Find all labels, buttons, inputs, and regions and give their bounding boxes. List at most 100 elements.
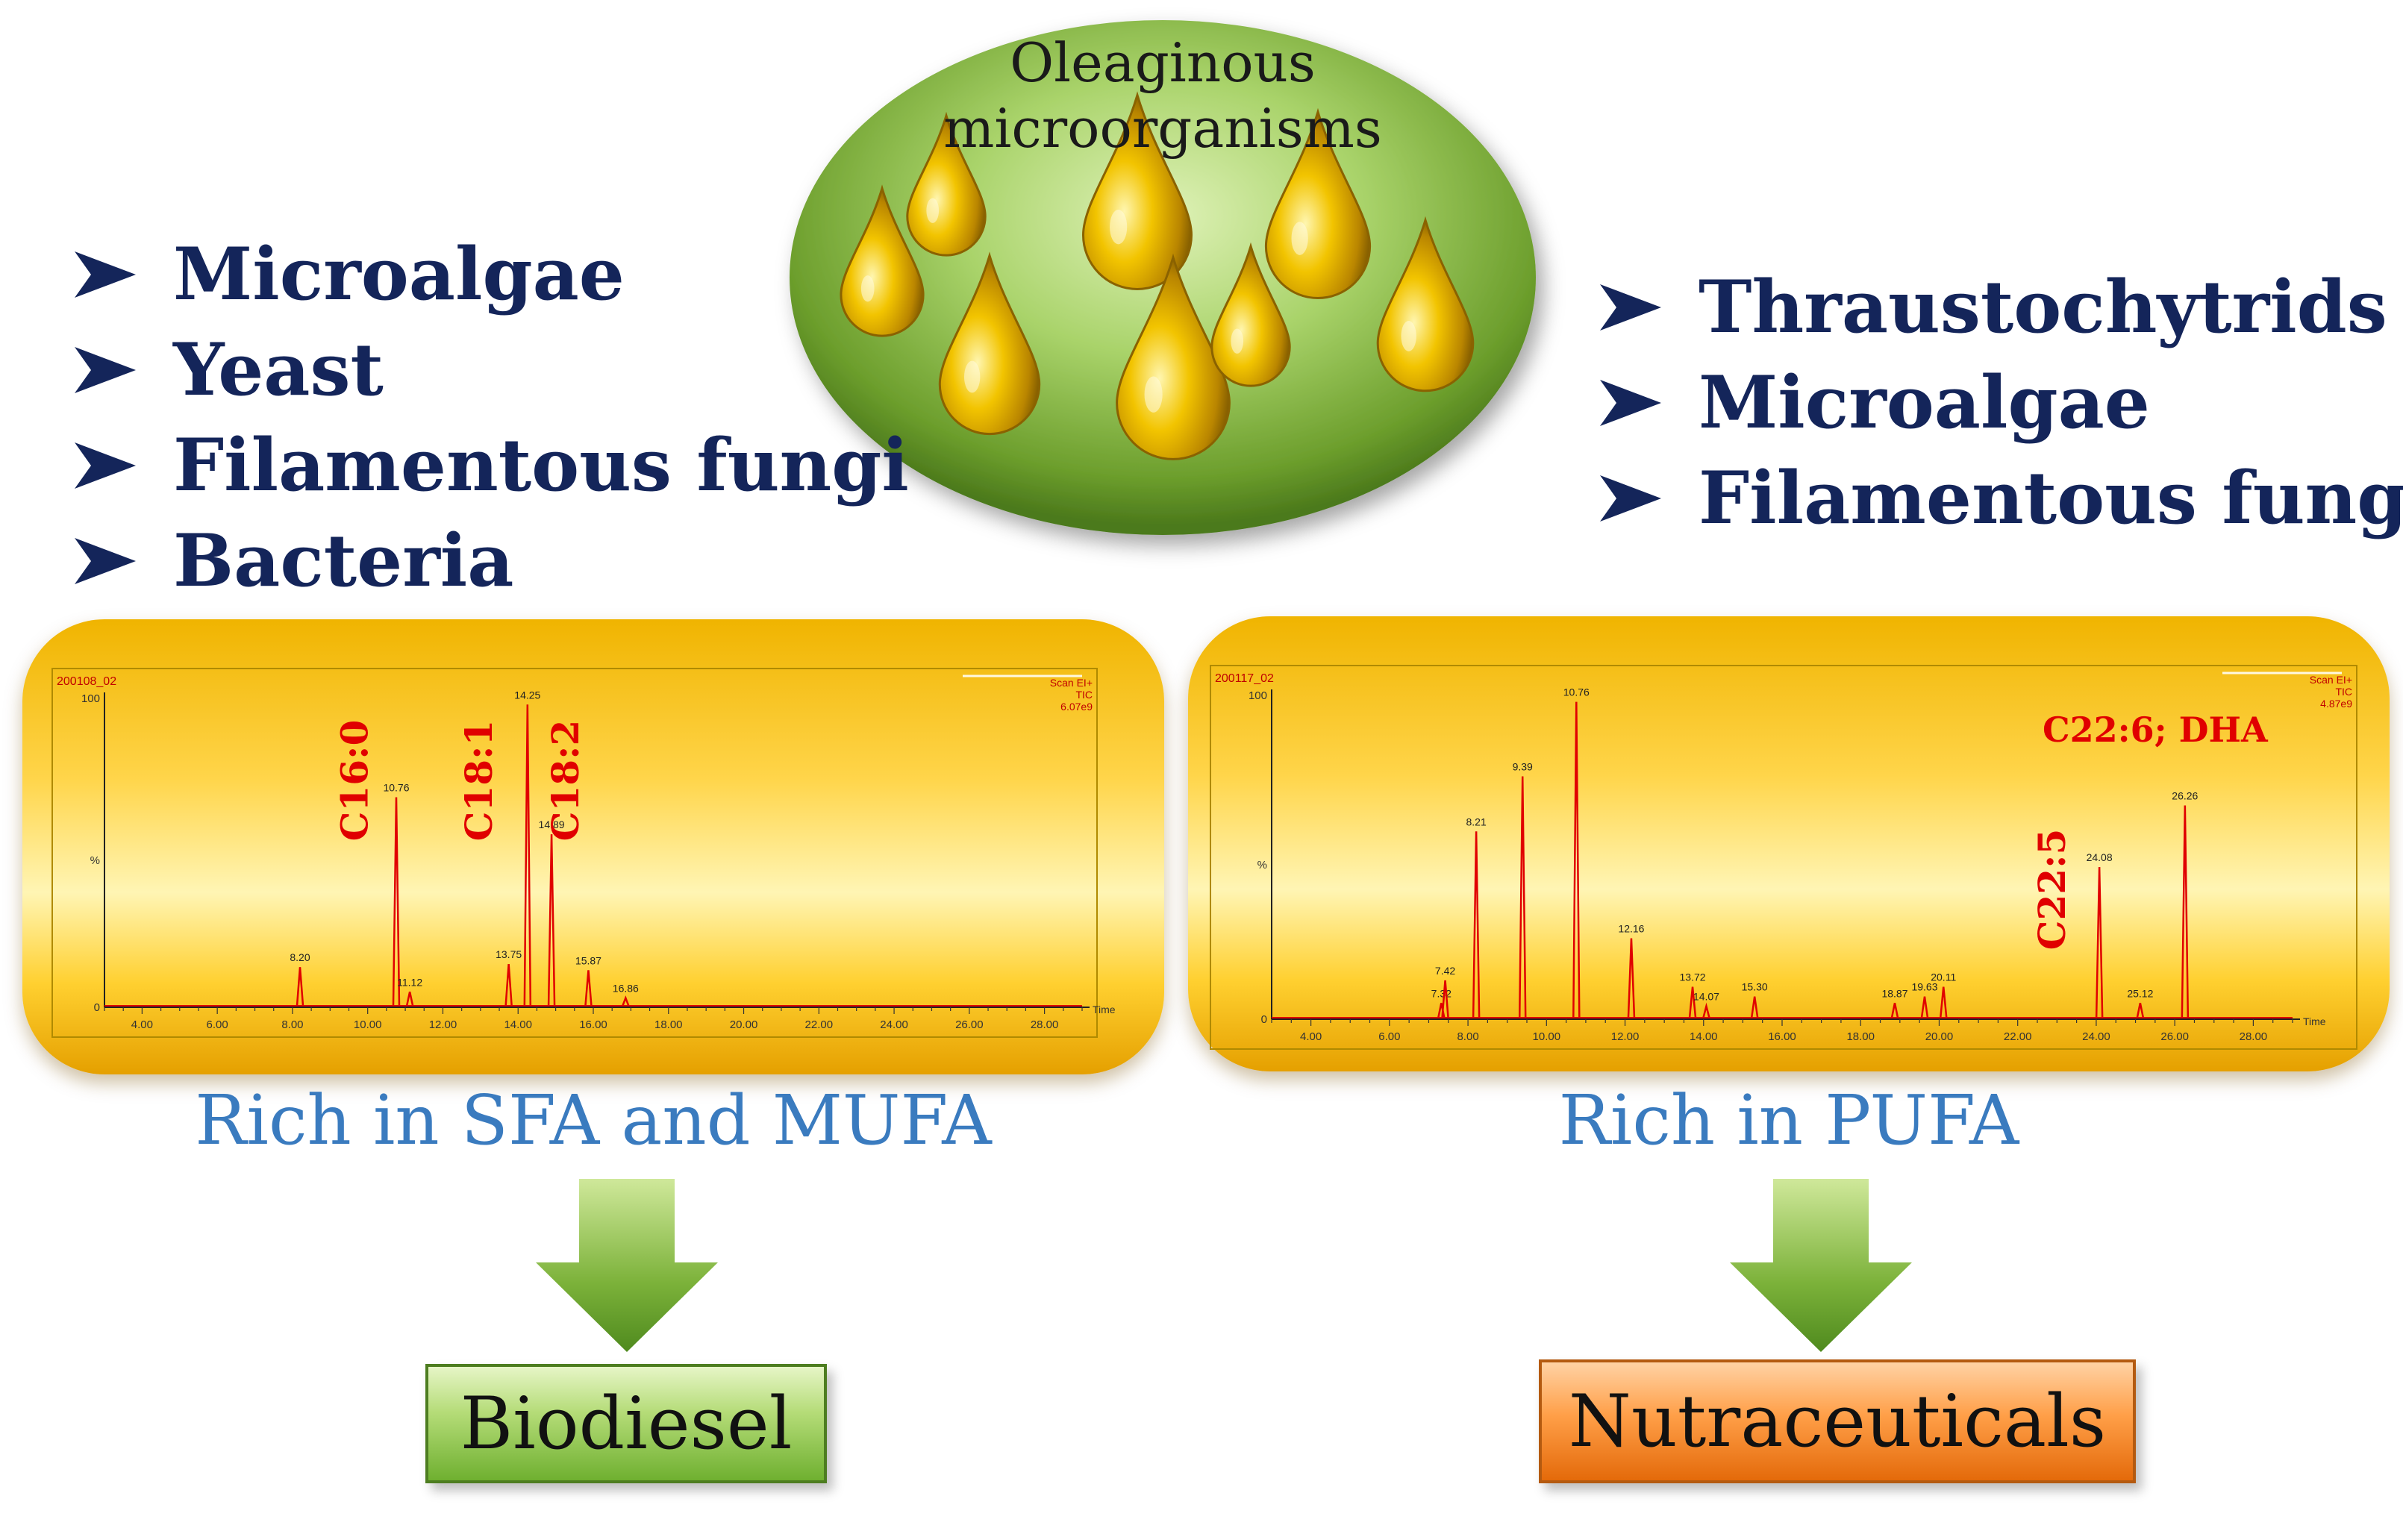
arrow-bullet-icon [72, 535, 139, 587]
left-list-item-label: Filamentous fungi [173, 423, 909, 507]
corner-label: TIC [1075, 689, 1093, 701]
x-tick-label: 28.00 [1031, 1018, 1059, 1031]
right-list-item: Microalgae [1597, 355, 2403, 451]
chart-frame [51, 668, 1098, 1038]
sample-id: 200108_02 [57, 675, 116, 688]
oil-drop-highlight [1231, 328, 1244, 354]
left-list-item-label: Microalgae [173, 232, 625, 316]
oil-drop-highlight [926, 198, 940, 223]
peak [1472, 831, 1481, 1018]
x-tick-label: 18.00 [654, 1018, 683, 1031]
peak-label: 8.20 [290, 951, 310, 963]
ellipse-title-line2: microorganisms [943, 97, 1382, 160]
nutraceuticals-label: Nutraceuticals [1568, 1380, 2107, 1463]
peak-label: 26.26 [2172, 790, 2198, 802]
fatty-acid-annotation: C22:5 [2030, 829, 2074, 951]
arrow-bullet-icon [1597, 377, 1664, 429]
peak [1572, 701, 1581, 1018]
peak [392, 797, 401, 1007]
x-tick-label: 22.00 [2004, 1030, 2032, 1043]
y-tick-label: % [90, 854, 100, 867]
left-list-item: Bacteria [72, 513, 909, 609]
x-tick-label: 6.00 [1378, 1030, 1400, 1043]
peak-label: 13.72 [1680, 971, 1706, 983]
corner-label: Scan EI+ [1050, 677, 1093, 689]
y-tick-label: 0 [1261, 1013, 1267, 1026]
left-list-item-label: Bacteria [173, 519, 514, 603]
peak [547, 834, 556, 1007]
arrow-bullet-icon [1597, 281, 1664, 334]
oil-drop-icon [906, 111, 987, 257]
arrow-bullet-icon [1597, 472, 1664, 525]
arrow-bullet-icon [72, 344, 139, 396]
x-tick-label: 28.00 [2240, 1030, 2268, 1043]
peak [405, 992, 414, 1007]
peak-label: 8.21 [1466, 816, 1487, 827]
biodiesel-label: Biodiesel [460, 1382, 793, 1465]
corner-label: Scan EI+ [2310, 674, 2352, 686]
caption-sfa-mufa: Rich in SFA and MUFA [195, 1080, 992, 1160]
peak-label: 10.76 [1563, 686, 1590, 698]
peak-label: 19.63 [1911, 981, 1937, 993]
oil-drop-icon [938, 251, 1041, 436]
peak-label: 14.25 [514, 689, 540, 701]
oil-drop-icon [840, 184, 925, 337]
fatty-acid-annotation: C16:0 [333, 720, 377, 842]
x-tick-label: 8.00 [281, 1018, 303, 1031]
x-tick-label: 22.00 [805, 1018, 834, 1031]
x-axis-label: Time [1093, 1004, 1116, 1015]
corner-label: TIC [2335, 686, 2352, 698]
fatty-acid-annotation: C18:2 [543, 720, 587, 842]
peak-label: 13.75 [496, 948, 522, 960]
right-list-item: Thraustochytrids [1597, 260, 2403, 355]
down-arrow-left-icon [536, 1179, 718, 1352]
x-tick-label: 10.00 [354, 1018, 382, 1031]
peak-label: 14.89 [539, 818, 565, 830]
oil-drop-highlight [1110, 209, 1128, 245]
oil-drop-highlight [860, 275, 875, 302]
right-list-item: Filamentous fungi [1597, 451, 2403, 546]
x-tick-label: 18.00 [1846, 1030, 1875, 1043]
x-tick-label: 20.00 [730, 1018, 758, 1031]
x-tick-label: 4.00 [131, 1018, 153, 1031]
x-tick-label: 26.00 [955, 1018, 984, 1031]
peak [504, 963, 513, 1007]
ellipse-title-line1: Oleaginous [1010, 31, 1316, 94]
peak [2095, 866, 2104, 1018]
peak-label: 15.87 [575, 954, 601, 966]
x-tick-label: 16.00 [579, 1018, 607, 1031]
peak-label: 14.07 [1693, 991, 1719, 1003]
corner-label: 4.87e9 [2320, 698, 2352, 710]
peak [1920, 996, 1929, 1018]
caption-pufa: Rich in PUFA [1558, 1080, 2019, 1160]
oil-drop-highlight [963, 360, 981, 393]
x-tick-label: 14.00 [504, 1018, 532, 1031]
peak [2181, 805, 2190, 1018]
x-tick-label: 12.00 [1611, 1030, 1640, 1043]
peak-label: 20.11 [1931, 971, 1956, 983]
right-list-item-label: Microalgae [1699, 360, 2150, 445]
right-list-item-label: Filamentous fungi [1699, 456, 2403, 540]
peak [2136, 1003, 2145, 1018]
oil-drop-highlight [1291, 222, 1308, 255]
corner-label: 6.07e9 [1060, 701, 1093, 713]
peak [1518, 776, 1527, 1018]
peak-label: 7.32 [1431, 987, 1452, 999]
arrow-bullet-icon [72, 248, 139, 301]
oil-drop-icon [1264, 107, 1372, 300]
peak-label: 11.12 [397, 976, 422, 988]
peak [1940, 986, 1948, 1018]
peak-label: 15.30 [1742, 981, 1768, 993]
left-list-item: Yeast [72, 322, 909, 418]
fatty-acid-annotation: C22:6; DHA [2043, 710, 2269, 750]
y-tick-label: 100 [81, 692, 100, 705]
right-list-item-label: Thraustochytrids [1699, 265, 2387, 349]
peak-label: 9.39 [1513, 761, 1533, 773]
chart-frame [1210, 665, 2357, 1050]
x-tick-label: 12.00 [429, 1018, 457, 1031]
